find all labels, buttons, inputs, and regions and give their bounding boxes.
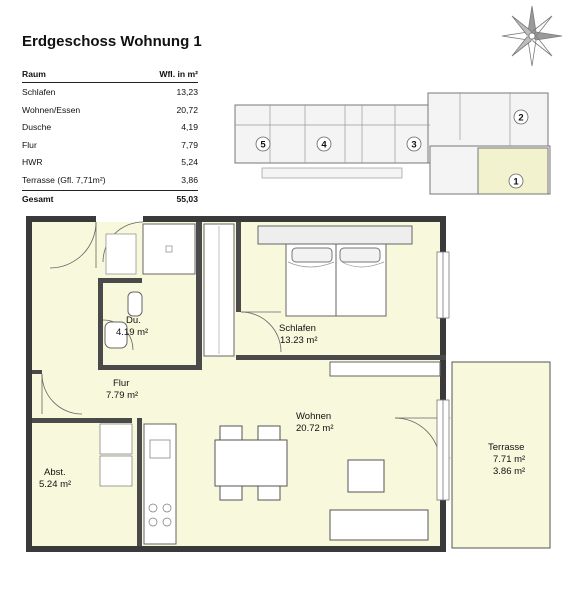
room-terrasse-area1: 7.71 m² xyxy=(493,454,525,465)
dining-table xyxy=(214,425,288,501)
table-row: HWR 5,24 xyxy=(22,154,198,172)
room-flur-name: Flur xyxy=(113,378,129,389)
sideboard xyxy=(329,361,441,377)
bathroom-cabinet xyxy=(105,233,137,275)
row-area: 13,23 xyxy=(176,87,198,97)
room-schlafen-area: 13.23 m² xyxy=(280,335,318,346)
row-room: Dusche xyxy=(22,122,52,133)
room-abst-area: 5.24 m² xyxy=(39,479,71,490)
room-du-name: Du. xyxy=(126,315,141,326)
row-room: Flur xyxy=(22,139,37,150)
double-bed xyxy=(257,225,413,317)
room-du-area: 4.19 m² xyxy=(116,327,148,338)
table-header: Raum Wfl. in m² xyxy=(22,68,198,83)
header-area: Wfl. in m² xyxy=(159,69,198,79)
total-area: 55,03 xyxy=(176,193,198,204)
table-row: Dusche 4,19 xyxy=(22,119,198,137)
room-schlafen-name: Schlafen xyxy=(279,323,316,334)
key-unit-5: 5 xyxy=(260,140,266,151)
room-terrasse-name: Terrasse xyxy=(488,442,524,453)
basin xyxy=(104,321,128,349)
row-room: HWR xyxy=(22,157,43,168)
sofa xyxy=(329,509,429,541)
toilet xyxy=(127,291,143,317)
shower xyxy=(142,223,196,275)
header-room: Raum xyxy=(22,69,46,79)
key-unit-2: 2 xyxy=(518,113,523,124)
row-area: 5,24 xyxy=(181,157,198,168)
kitchen-counter xyxy=(143,423,177,545)
room-flur-area: 7.79 m² xyxy=(106,390,138,401)
key-unit-3: 3 xyxy=(411,140,416,151)
table-total-row: Gesamt 55,03 xyxy=(22,189,198,209)
row-room: Wohnen/Essen xyxy=(22,104,81,115)
room-wohnen-name: Wohnen xyxy=(296,411,331,422)
page-title: Erdgeschoss Wohnung 1 xyxy=(22,33,202,50)
total-room: Gesamt xyxy=(22,193,54,204)
key-unit-1: 1 xyxy=(513,177,519,188)
storage-shelves xyxy=(99,423,133,487)
table-row: Terrasse (Gfl. 7,71m²) 3,86 xyxy=(22,172,198,190)
terrace xyxy=(451,361,551,549)
row-room: Schlafen xyxy=(22,87,56,97)
room-abst-name: Abst. xyxy=(44,467,66,478)
room-wohnen-area: 20.72 m² xyxy=(296,423,334,434)
coffee-table xyxy=(347,459,385,493)
table-row: Schlafen 13,23 xyxy=(22,84,198,102)
row-room: Terrasse (Gfl. 7,71m²) xyxy=(22,174,106,185)
row-area: 20,72 xyxy=(176,104,198,115)
table-row: Flur 7,79 xyxy=(22,137,198,155)
inner-walls xyxy=(32,222,446,546)
area-table: Raum Wfl. in m² Schlafen 13,23 Wohnen/Ess… xyxy=(22,68,198,208)
room-terrasse-area2: 3.86 m² xyxy=(493,466,525,477)
windows xyxy=(436,251,450,501)
row-area: 4,19 xyxy=(181,122,198,133)
row-area: 7,79 xyxy=(181,139,198,150)
table-row: Wohnen/Essen 20,72 xyxy=(22,102,198,120)
row-area: 3,86 xyxy=(181,174,198,185)
key-unit-4: 4 xyxy=(321,140,327,151)
